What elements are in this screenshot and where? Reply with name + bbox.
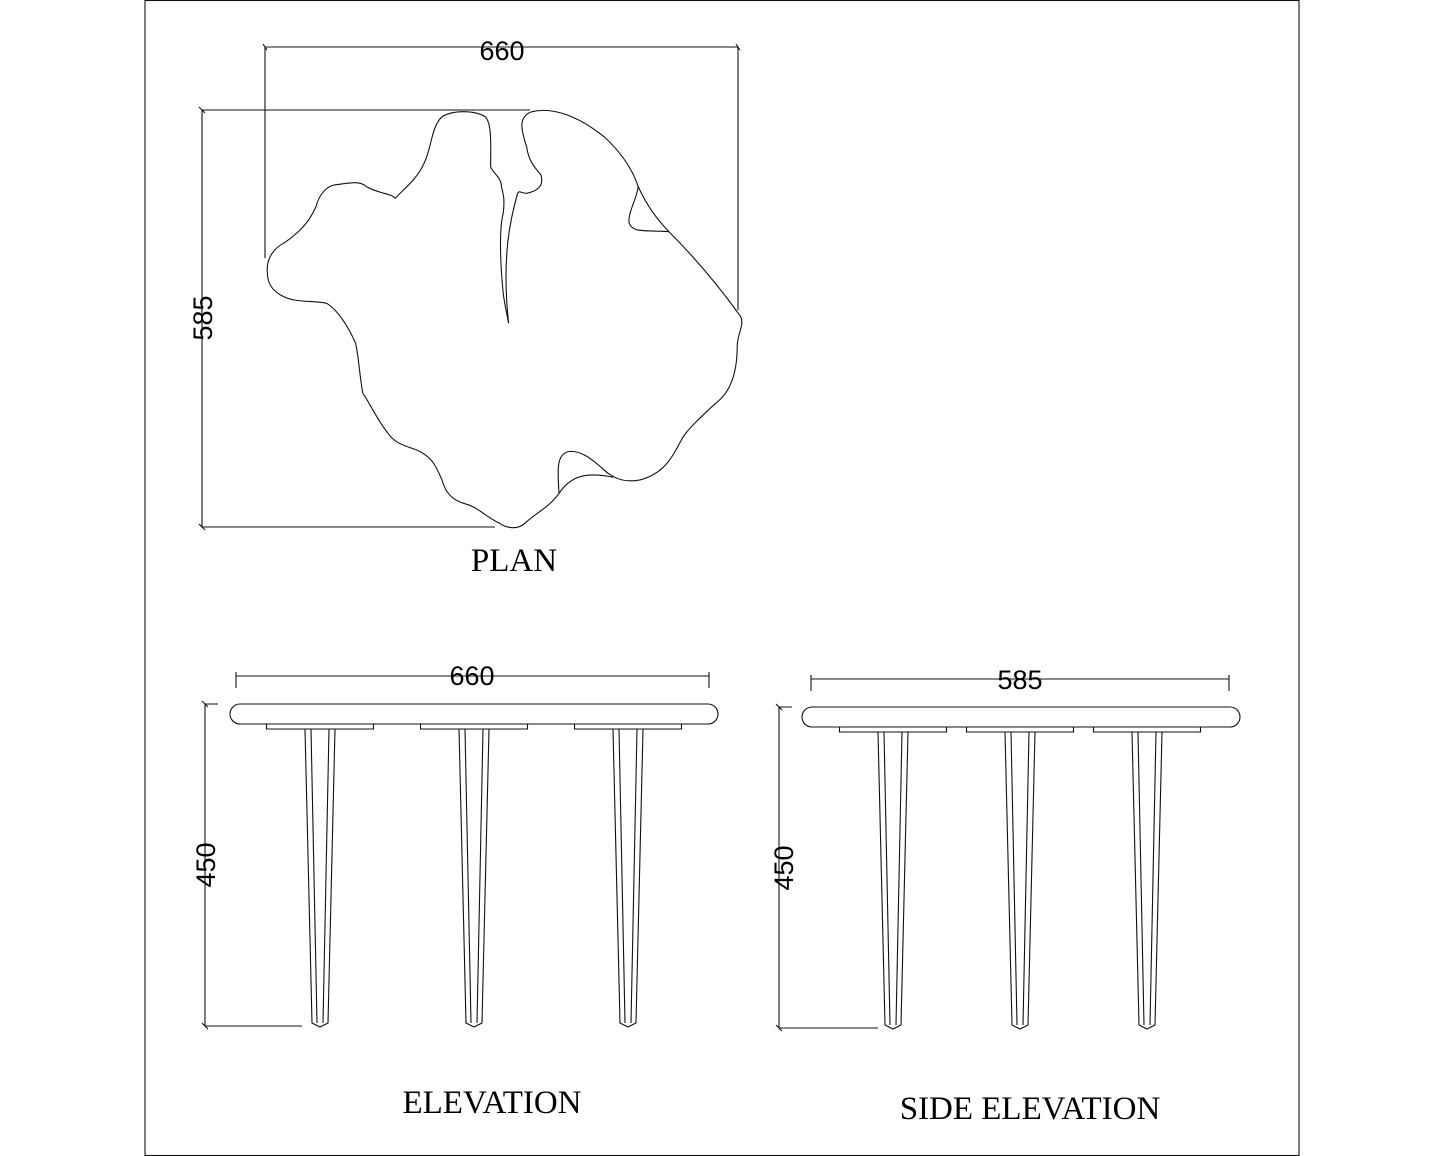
- elevation-tabletop: [229, 703, 719, 725]
- side-elevation-title: SIDE ELEVATION: [900, 1091, 1161, 1127]
- plan-title: PLAN: [471, 543, 557, 579]
- table-leg: [265, 723, 375, 1028]
- side-elevation-tabletop: [801, 706, 1241, 728]
- plan-dimension-lines: [198, 43, 741, 531]
- side-elevation-legs: [838, 726, 1202, 1030]
- side-elevation-dimension-lines: [775, 675, 1230, 1032]
- table-leg: [419, 723, 529, 1028]
- sheet-border: [144, 0, 1300, 1156]
- elevation-view: 660 450 ELEVATION: [191, 661, 719, 1121]
- elevation-width-dimension: 660: [449, 661, 494, 691]
- tabletop-outline: [267, 110, 742, 527]
- table-leg: [573, 723, 683, 1028]
- elevation-title: ELEVATION: [402, 1085, 581, 1121]
- elevation-height-dimension: 450: [191, 842, 221, 887]
- table-leg: [838, 726, 948, 1030]
- table-leg: [965, 726, 1075, 1030]
- plan-width-dimension: 660: [479, 36, 524, 66]
- plan-depth-dimension: 585: [188, 295, 218, 340]
- elevation-dimension-lines: [201, 672, 710, 1030]
- side-elevation-height-dimension: 450: [769, 845, 799, 890]
- side-elevation-view: 585 450 SIDE ELEVATION: [769, 665, 1241, 1127]
- plan-view: 660 585 PLAN: [188, 36, 742, 579]
- elevation-legs: [265, 723, 683, 1028]
- side-elevation-width-dimension: 585: [997, 665, 1042, 695]
- table-leg: [1092, 726, 1202, 1030]
